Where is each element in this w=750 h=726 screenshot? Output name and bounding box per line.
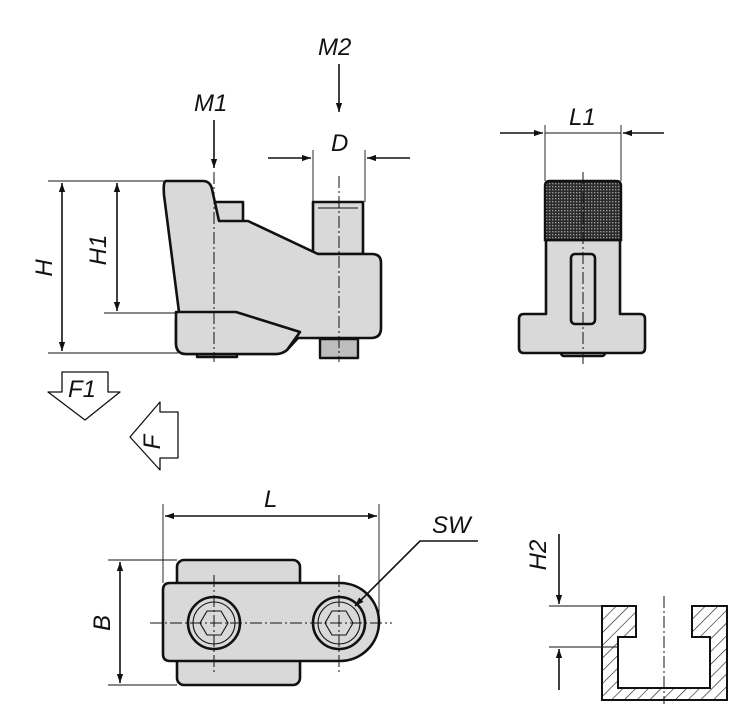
side-view: M2 M1 D H H1 bbox=[31, 34, 410, 362]
label-h1: H1 bbox=[85, 235, 112, 266]
t-slot-profile bbox=[601, 605, 728, 701]
force-symbols: F1 F bbox=[47, 371, 179, 471]
top-view: L B SW bbox=[89, 486, 478, 687]
label-l: L bbox=[264, 486, 277, 513]
front-view: L1 bbox=[500, 104, 664, 364]
label-h2: H2 bbox=[525, 540, 552, 571]
sw-leader bbox=[354, 540, 478, 607]
label-m2: M2 bbox=[318, 34, 351, 61]
screw-m2 bbox=[311, 200, 365, 256]
label-b: B bbox=[89, 615, 116, 631]
jaw-lower-plate bbox=[174, 310, 302, 356]
t-slot-section: H2 bbox=[525, 534, 728, 704]
label-d: D bbox=[331, 130, 348, 157]
label-f1: F1 bbox=[68, 376, 96, 403]
label-f: F bbox=[139, 433, 166, 449]
label-h: H bbox=[31, 259, 58, 277]
label-l1: L1 bbox=[569, 104, 596, 131]
label-m1: M1 bbox=[194, 90, 227, 117]
force-f1-arrow bbox=[47, 371, 121, 421]
force-f-arrow bbox=[129, 401, 179, 471]
label-sw: SW bbox=[432, 512, 473, 539]
front-knurled-head bbox=[543, 179, 623, 242]
